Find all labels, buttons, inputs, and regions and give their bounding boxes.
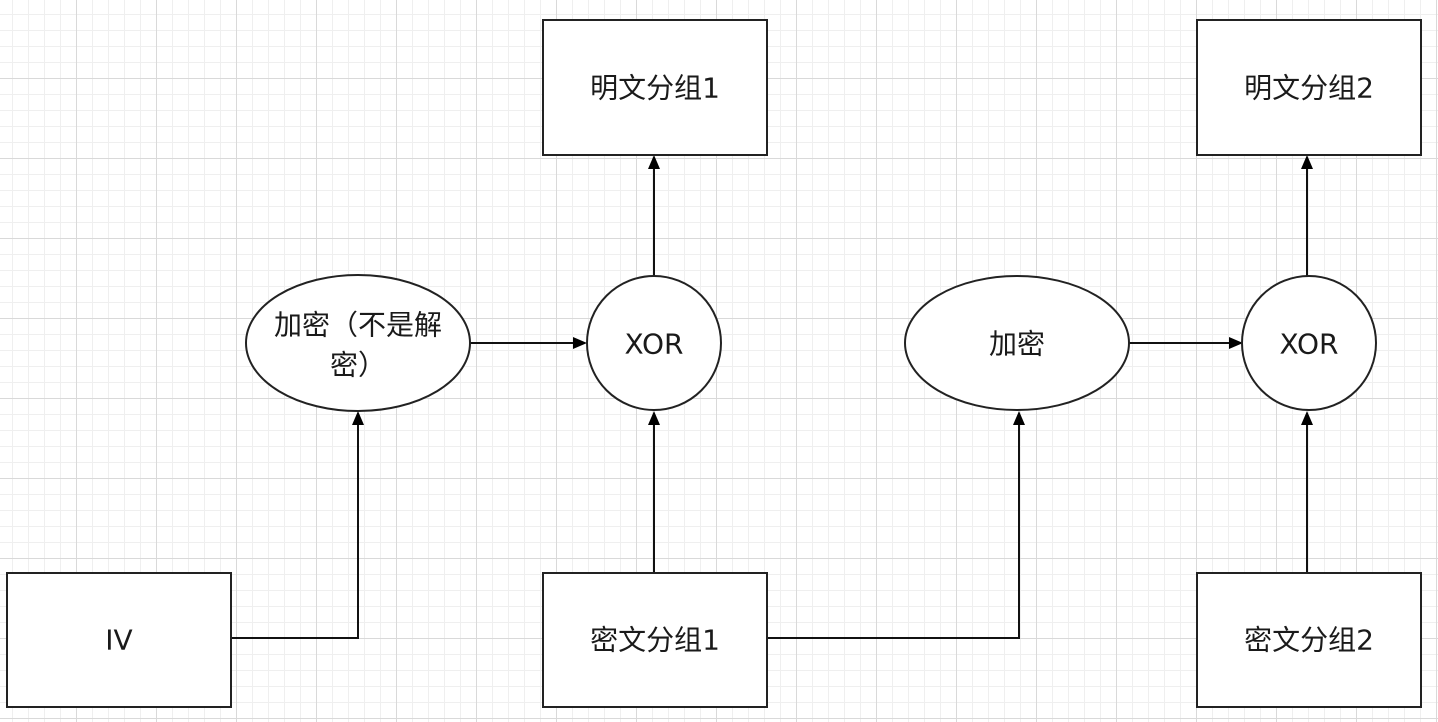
xor-2-label: XOR	[1280, 328, 1339, 361]
xor-1-label: XOR	[625, 328, 684, 361]
encrypt-2-label: 加密	[989, 328, 1045, 361]
encrypt-1-label-line-1: 加密（不是解	[274, 309, 442, 342]
edge-ciphertext-1-to-encrypt-2	[767, 424, 1020, 639]
encrypt-ellipse-1[interactable]: 加密（不是解 密）	[245, 274, 471, 412]
arrowhead-xor-1-left	[573, 337, 587, 349]
arrowhead-plaintext-1	[648, 155, 660, 169]
arrowhead-xor-2-left	[1229, 337, 1243, 349]
arrowhead-encrypt-2	[1013, 411, 1025, 425]
iv-block[interactable]: IV	[6, 572, 232, 708]
encrypt-1-label-line-2: 密）	[330, 349, 386, 382]
ciphertext-block-1-label: 密文分组1	[590, 624, 720, 657]
arrowhead-xor-1-bottom	[648, 411, 660, 425]
ciphertext-block-2[interactable]: 密文分组2	[1196, 572, 1422, 708]
arrowhead-encrypt-1	[352, 411, 364, 425]
iv-label: IV	[105, 624, 132, 657]
arrowhead-plaintext-2	[1301, 155, 1313, 169]
xor-circle-2[interactable]: XOR	[1241, 275, 1377, 411]
encrypt-ellipse-2[interactable]: 加密	[904, 275, 1130, 411]
plaintext-block-1-label: 明文分组1	[590, 72, 720, 105]
plaintext-block-2[interactable]: 明文分组2	[1196, 19, 1422, 156]
edge-iv-to-encrypt-1	[231, 424, 359, 639]
plaintext-block-2-label: 明文分组2	[1244, 72, 1374, 105]
plaintext-block-1[interactable]: 明文分组1	[542, 19, 768, 156]
xor-circle-1[interactable]: XOR	[586, 275, 722, 411]
ciphertext-block-1[interactable]: 密文分组1	[542, 572, 768, 708]
edges	[231, 155, 1313, 639]
arrowhead-xor-2-bottom	[1301, 411, 1313, 425]
ciphertext-block-2-label: 密文分组2	[1244, 624, 1374, 657]
